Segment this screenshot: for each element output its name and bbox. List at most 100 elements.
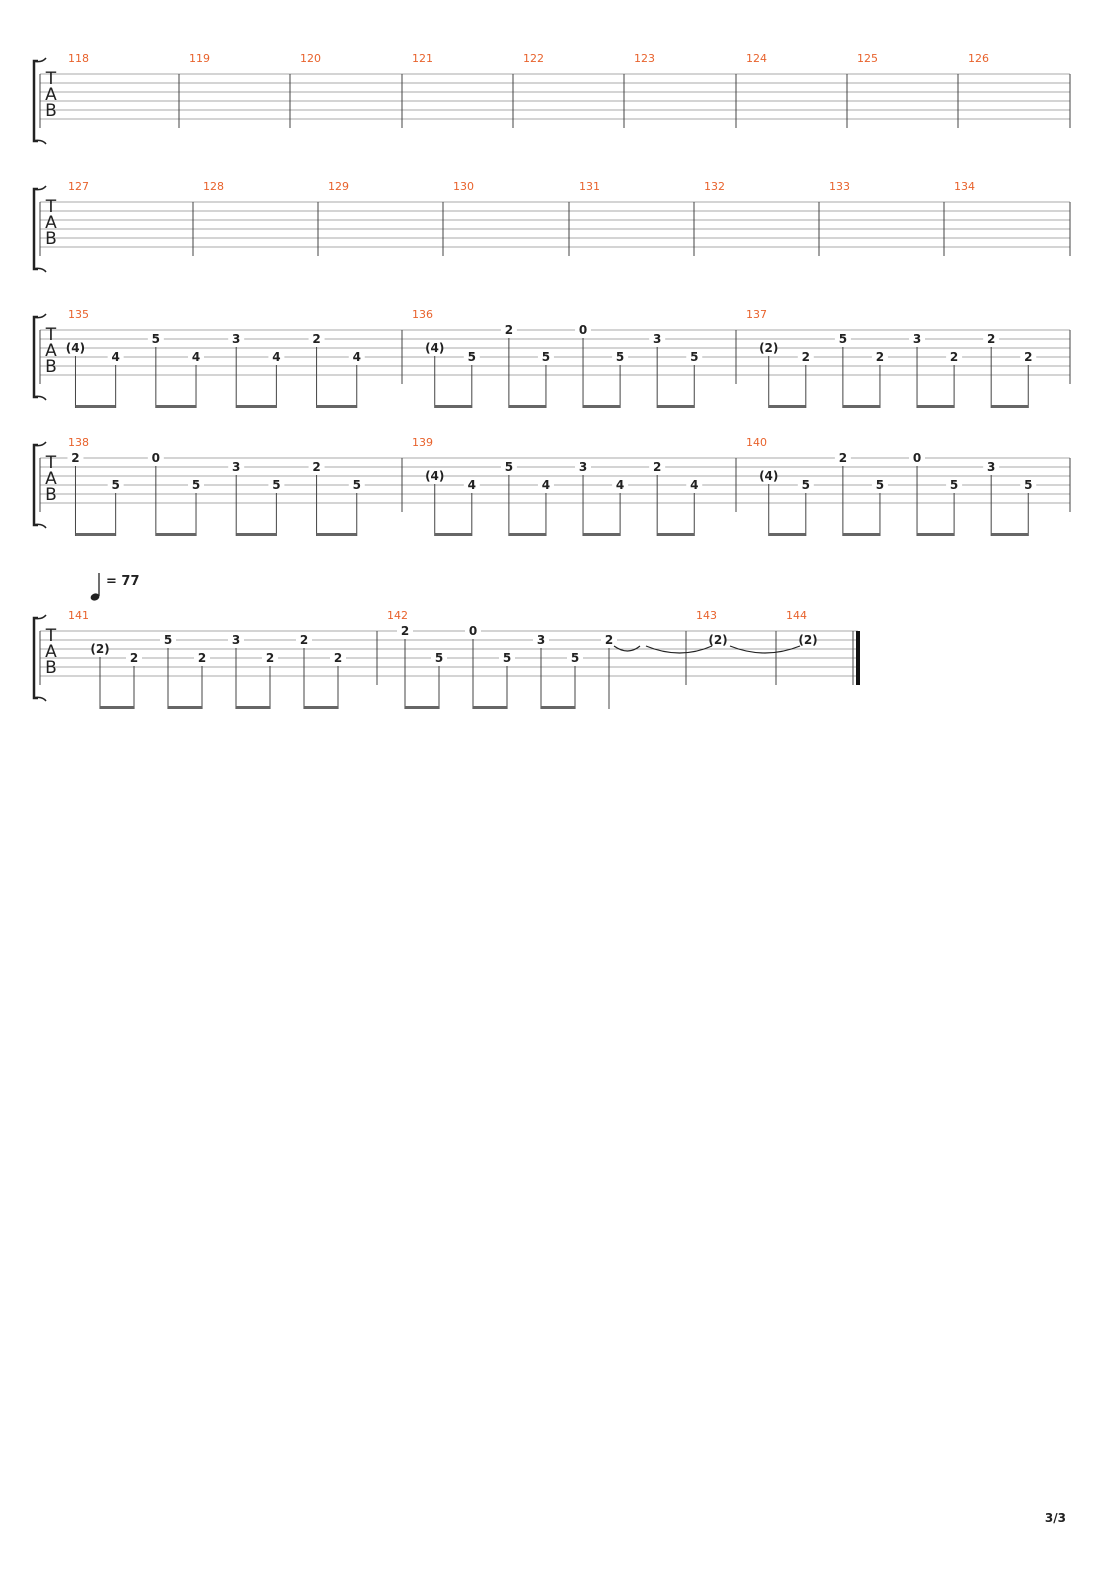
fret-bg [463,479,480,491]
fret-bg [426,342,443,354]
beam [316,533,357,536]
fret-number: 4 [542,478,550,492]
measure-number: 128 [203,180,224,193]
beam [316,405,357,408]
fret-number: 0 [913,451,921,465]
fret-number: 3 [232,460,240,474]
beam [508,405,546,408]
fret-number: 2 [312,460,320,474]
fret-bg [107,479,124,491]
fret-number: 3 [232,633,240,647]
beam [304,706,338,709]
fret-bg [499,652,515,664]
final-barline [856,631,860,685]
fret-bg [601,634,617,646]
fret-bg [537,351,554,363]
fret-number: 5 [353,478,361,492]
system-bracket [32,443,38,527]
fret-number: 2 [653,460,661,474]
beam [991,405,1029,408]
bracket-curl-bottom [33,696,47,702]
fret-number: (4) [425,469,444,483]
fret-bg [797,351,814,363]
beam [236,405,277,408]
fret-bg [268,351,285,363]
tempo-marking: = 77 [106,574,140,589]
bracket-curl-bottom [33,139,47,145]
fret-bg [330,652,346,664]
measure-number: 119 [189,52,210,65]
measure-number: 132 [704,180,725,193]
fret-bg [1020,351,1037,363]
measure-number: 134 [954,180,975,193]
fret-bg [909,452,926,464]
measure-number: 136 [412,308,433,321]
fret-number: 3 [537,633,545,647]
beam [768,405,806,408]
beam [917,533,955,536]
tab-clef-letter: A [45,642,57,662]
fret-number: 2 [802,350,810,364]
tab-clef-letter: A [45,85,57,105]
fret-number: (4) [425,341,444,355]
fret-number: 5 [503,651,511,665]
fret-bg [228,634,244,646]
tab-clef-letter: A [45,469,57,489]
measure-number: 125 [857,52,878,65]
fret-number: 0 [469,624,477,638]
fret-number: 5 [111,478,119,492]
beam [657,533,695,536]
fret-number: 4 [192,350,200,364]
fret-number: 5 [839,332,847,346]
measure-number: 133 [829,180,850,193]
measure-number: 137 [746,308,767,321]
fret-number: 2 [401,624,409,638]
fret-bg [649,333,666,345]
fret-number: 2 [300,633,308,647]
fret-bg [500,324,517,336]
fret-bg [871,351,888,363]
fret-number: 3 [653,332,661,346]
fret-number: 2 [605,633,613,647]
beam [842,405,880,408]
fret-number: 2 [987,332,995,346]
tab-clef-letter: B [45,229,57,249]
measure-number: 126 [968,52,989,65]
beam [100,706,134,709]
fret-bg [147,333,164,345]
beam [583,533,621,536]
bracket-curl-top [33,614,47,620]
fret-number: 5 [505,460,513,474]
fret-bg [67,452,84,464]
beam [991,533,1029,536]
system-bracket [32,315,38,399]
fret-number: 2 [505,323,513,337]
bracket-curl-bottom [33,267,47,273]
tab-clef-letter: T [45,325,57,345]
measure-number: 122 [523,52,544,65]
fret-bg [612,479,629,491]
measure-number: 121 [412,52,433,65]
fret-number: 2 [130,651,138,665]
fret-bg [308,461,325,473]
tab-clef-letter: T [45,69,57,89]
fret-bg [92,643,108,655]
beam [842,533,880,536]
fret-bg [834,452,851,464]
tab-clef-letter: T [45,626,57,646]
fret-bg [834,333,851,345]
fret-number: 4 [690,478,698,492]
fret-bg [348,351,365,363]
fret-bg [983,461,1000,473]
system-bracket [32,616,38,700]
fret-number: 5 [468,350,476,364]
measure-number: 135 [68,308,89,321]
measure-number: 140 [746,436,767,449]
fret-bg [262,652,278,664]
fret-number: 2 [266,651,274,665]
tie-arc [729,645,801,654]
measure-number: 131 [579,180,600,193]
fret-number: 2 [334,651,342,665]
fret-number: 5 [690,350,698,364]
beam [155,533,197,536]
